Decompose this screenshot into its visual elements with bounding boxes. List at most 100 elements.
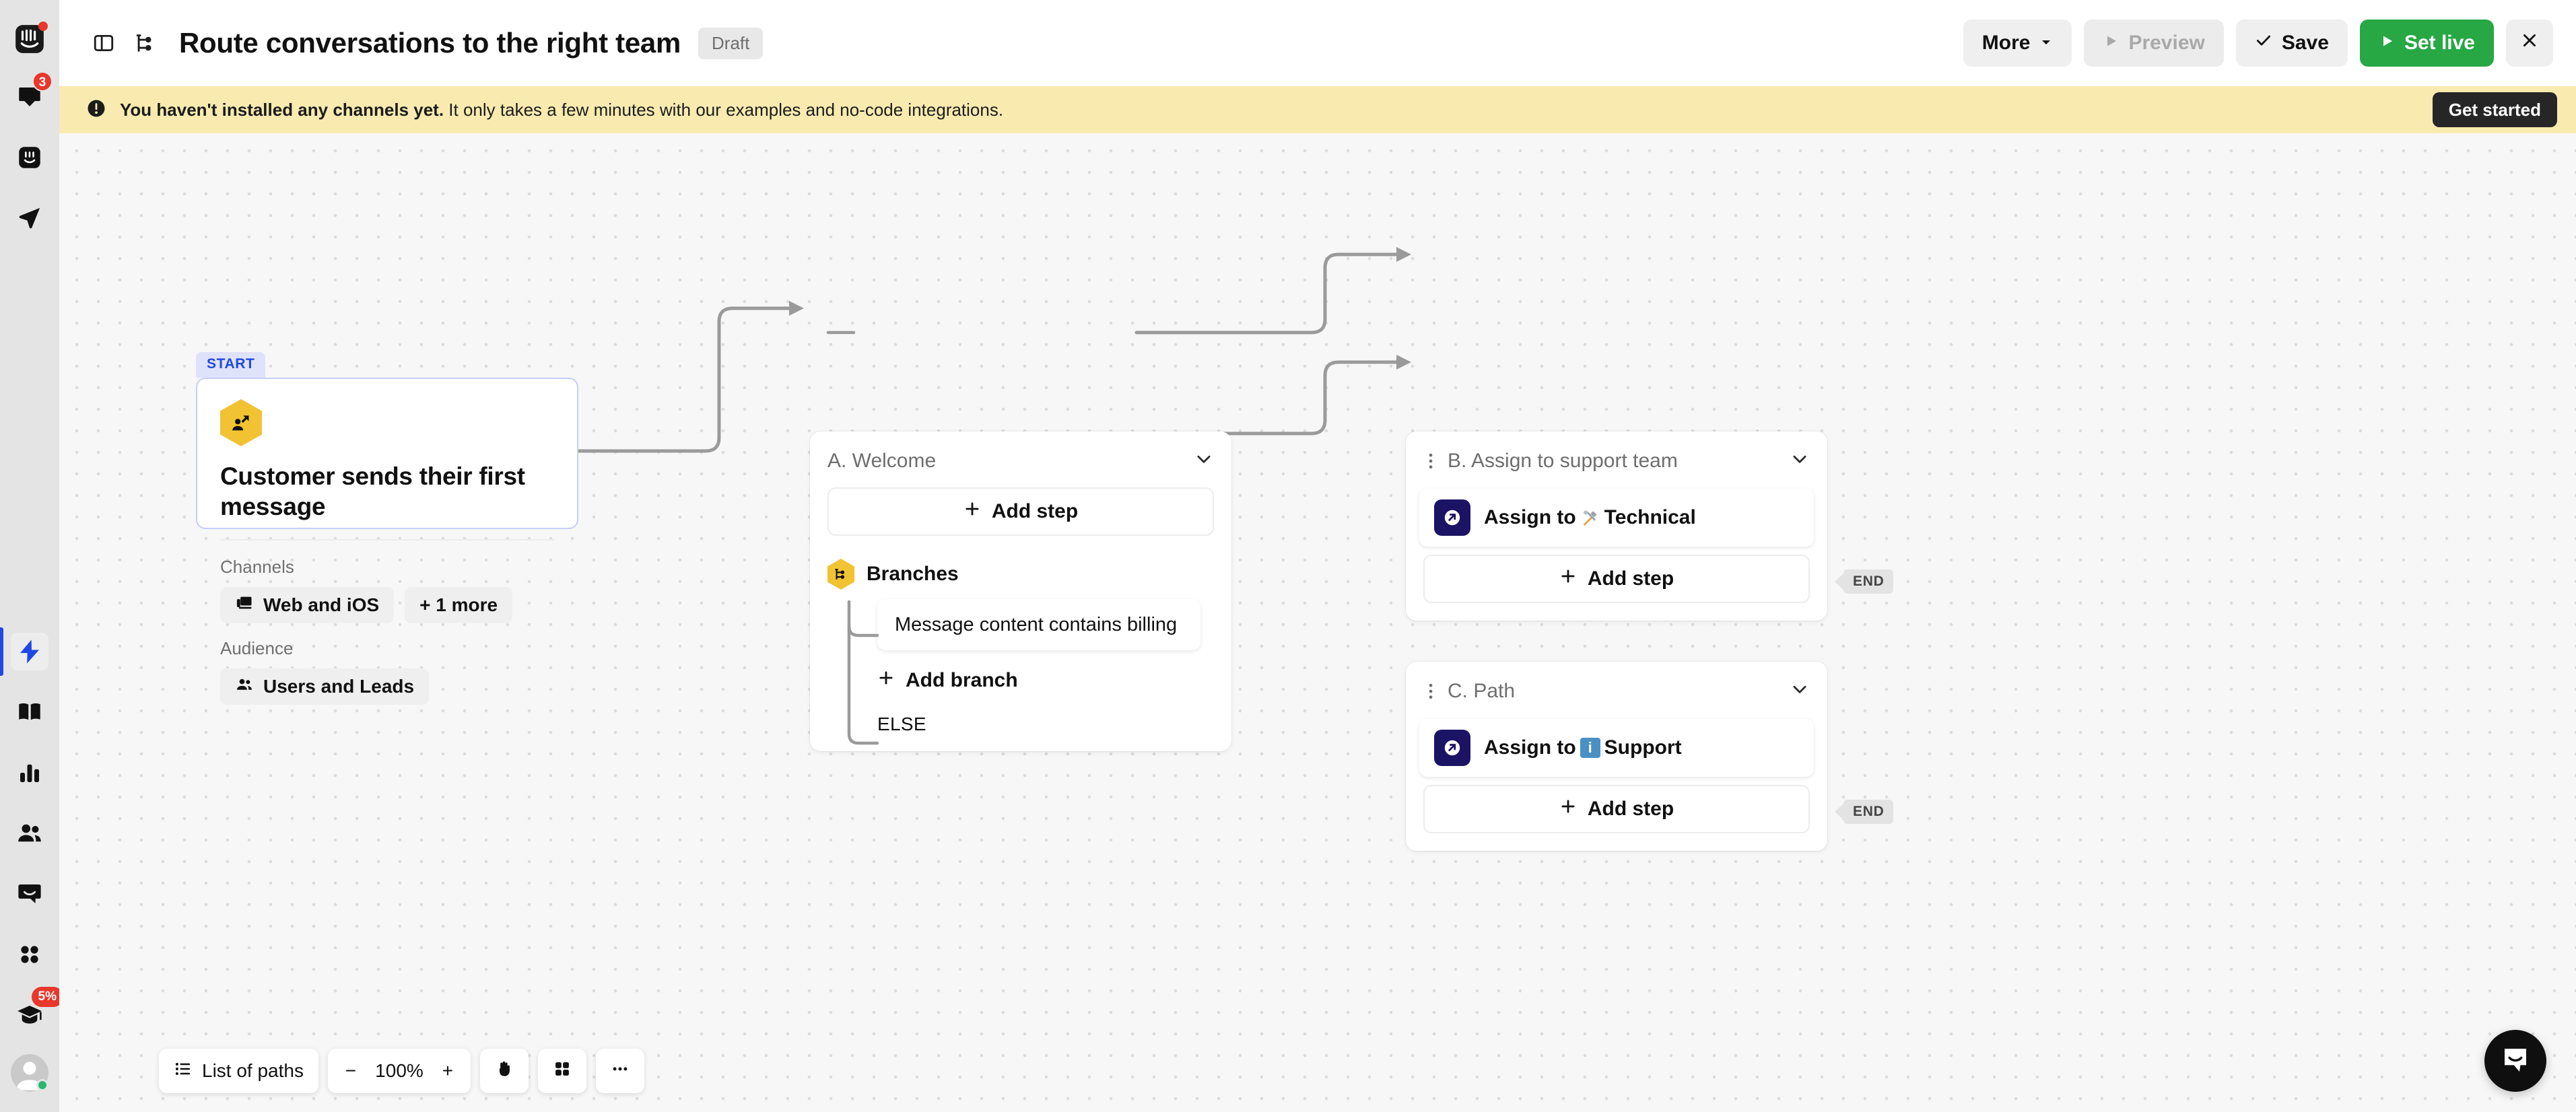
canvas-more-button[interactable] (601, 1053, 639, 1088)
save-button[interactable]: Save (2235, 20, 2348, 67)
status-badge: Draft (698, 27, 764, 59)
fit-view-button[interactable] (543, 1053, 581, 1088)
sidebar-item-reports[interactable] (11, 754, 48, 792)
app-header: Route conversations to the right team Dr… (59, 0, 2576, 86)
branch-item-label: Message content contains billing (895, 613, 1178, 635)
preview-label: Preview (2128, 32, 2205, 54)
add-branch-button[interactable]: Add branch (877, 665, 1231, 696)
set-live-label: Set live (2404, 32, 2475, 54)
list-of-paths-button[interactable]: List of paths (164, 1053, 313, 1088)
pan-tool-button[interactable] (485, 1053, 523, 1088)
sidebar-item-academy[interactable]: 5% (11, 987, 63, 1034)
step-label: Assign to Technical (1484, 506, 1696, 529)
step-prefix: Assign to (1484, 736, 1576, 759)
pan-group (479, 1049, 529, 1093)
fit-group (537, 1049, 586, 1093)
channels-chips: Web and iOS + 1 more (220, 587, 554, 624)
node-title: A. Welcome (827, 449, 937, 472)
step-assign-technical[interactable]: Assign to Technical (1419, 489, 1814, 547)
messenger-launcher-button[interactable] (2484, 1030, 2546, 1092)
add-step-button[interactable]: Add step (1423, 555, 1810, 603)
panel-layout-icon[interactable] (85, 24, 123, 62)
devices-icon (235, 594, 254, 617)
node-path-c[interactable]: C. Path Assign to i Support (1406, 662, 1827, 851)
close-button[interactable] (2506, 20, 2553, 67)
set-live-button[interactable]: Set live (2359, 20, 2494, 67)
channel-chip-more[interactable]: + 1 more (405, 587, 513, 624)
branches-body: Message content contains billing Add bra… (810, 599, 1231, 751)
start-node[interactable]: START Customer sends their first message… (196, 352, 578, 705)
assign-arrow-icon (1434, 730, 1470, 766)
end-badge: END (1843, 800, 1894, 824)
zoom-level: 100% (375, 1060, 423, 1081)
node-header: A. Welcome (810, 431, 1231, 479)
plus-icon (1559, 567, 1577, 590)
node-header: B. Assign to support team (1406, 431, 1827, 479)
add-step-label: Add step (991, 500, 1079, 522)
list-icon (174, 1059, 193, 1083)
sidebar-item-automation[interactable] (0, 627, 48, 676)
main-area: Route conversations to the right team Dr… (59, 0, 2576, 1112)
hand-pan-icon (495, 1059, 514, 1083)
zoom-in-button[interactable]: + (430, 1053, 465, 1088)
step-assign-support[interactable]: Assign to i Support (1419, 719, 1814, 777)
get-started-button[interactable]: Get started (2432, 92, 2557, 127)
list-of-paths-label: List of paths (202, 1060, 304, 1081)
audience-label: Audience (220, 638, 294, 659)
add-step-button[interactable]: Add step (1423, 785, 1810, 833)
audience-chip-users-leads[interactable]: Users and Leads (220, 668, 430, 705)
left-nav-rail: 3 (0, 0, 63, 1112)
node-title: B. Assign to support team (1448, 449, 1678, 472)
audience-chips: Users and Leads (220, 668, 554, 705)
grid-fit-icon (553, 1059, 572, 1083)
play-icon (2379, 32, 2395, 55)
step-prefix: Assign to (1484, 506, 1576, 528)
intercom-logo-icon[interactable] (11, 20, 48, 58)
check-icon (2255, 32, 2272, 55)
drag-handle-icon[interactable] (1423, 681, 1438, 701)
zoom-group: − 100% + (327, 1049, 471, 1093)
sidebar-item-knowledge[interactable] (11, 693, 48, 731)
start-card[interactable]: Customer sends their first message Chann… (196, 378, 578, 705)
channel-chip-web-ios[interactable]: Web and iOS (220, 587, 395, 624)
canvas-toolbar: List of paths − 100% + (159, 1049, 644, 1093)
plus-icon (963, 500, 981, 523)
play-icon (2103, 32, 2119, 55)
workflow-canvas[interactable]: START Customer sends their first message… (59, 133, 2576, 1112)
assign-arrow-icon (1434, 499, 1470, 536)
chevron-down-icon (2039, 32, 2053, 55)
chevron-down-icon[interactable] (1790, 679, 1810, 703)
inbox-badge: 3 (32, 71, 53, 92)
channels-label: Channels (220, 557, 294, 578)
step-suffix: Support (1604, 736, 1682, 759)
branches-icon (827, 559, 854, 590)
sidebar-item-inbox[interactable]: 3 (11, 71, 53, 116)
zoom-out-button[interactable]: − (333, 1053, 368, 1088)
preview-button[interactable]: Preview (2084, 20, 2224, 67)
people-icon (235, 675, 254, 699)
notification-dot-icon (38, 22, 48, 31)
sidebar-item-send[interactable] (11, 199, 48, 237)
more-button[interactable]: More (1963, 20, 2072, 67)
academy-badge: 5% (31, 987, 63, 1007)
chevron-down-icon[interactable] (1194, 449, 1214, 473)
audience-trigger-icon (220, 399, 262, 446)
plus-icon (1559, 798, 1577, 821)
add-step-button[interactable]: Add step (827, 487, 1214, 536)
audience-chip-label: Users and Leads (263, 676, 415, 697)
node-welcome[interactable]: A. Welcome Add step Branches (810, 431, 1231, 751)
branches-label: Branches (867, 563, 959, 585)
sidebar-item-messages[interactable] (11, 875, 48, 913)
node-support-team[interactable]: B. Assign to support team Assign to (1406, 431, 1827, 621)
sidebar-item-contacts[interactable] (11, 814, 48, 852)
step-label: Assign to i Support (1484, 736, 1682, 759)
chevron-down-icon[interactable] (1790, 449, 1810, 473)
drag-handle-icon[interactable] (1423, 451, 1438, 471)
branch-item[interactable]: Message content contains billing (877, 599, 1200, 650)
sidebar-item-apps[interactable] (11, 936, 48, 973)
sidebar-item-messenger[interactable] (11, 139, 48, 176)
add-step-label: Add step (1587, 798, 1674, 820)
banner-text-bold: You haven't installed any channels yet. (120, 99, 444, 120)
header-actions: More Preview Save Se (1963, 20, 2553, 67)
avatar[interactable] (11, 1054, 48, 1092)
